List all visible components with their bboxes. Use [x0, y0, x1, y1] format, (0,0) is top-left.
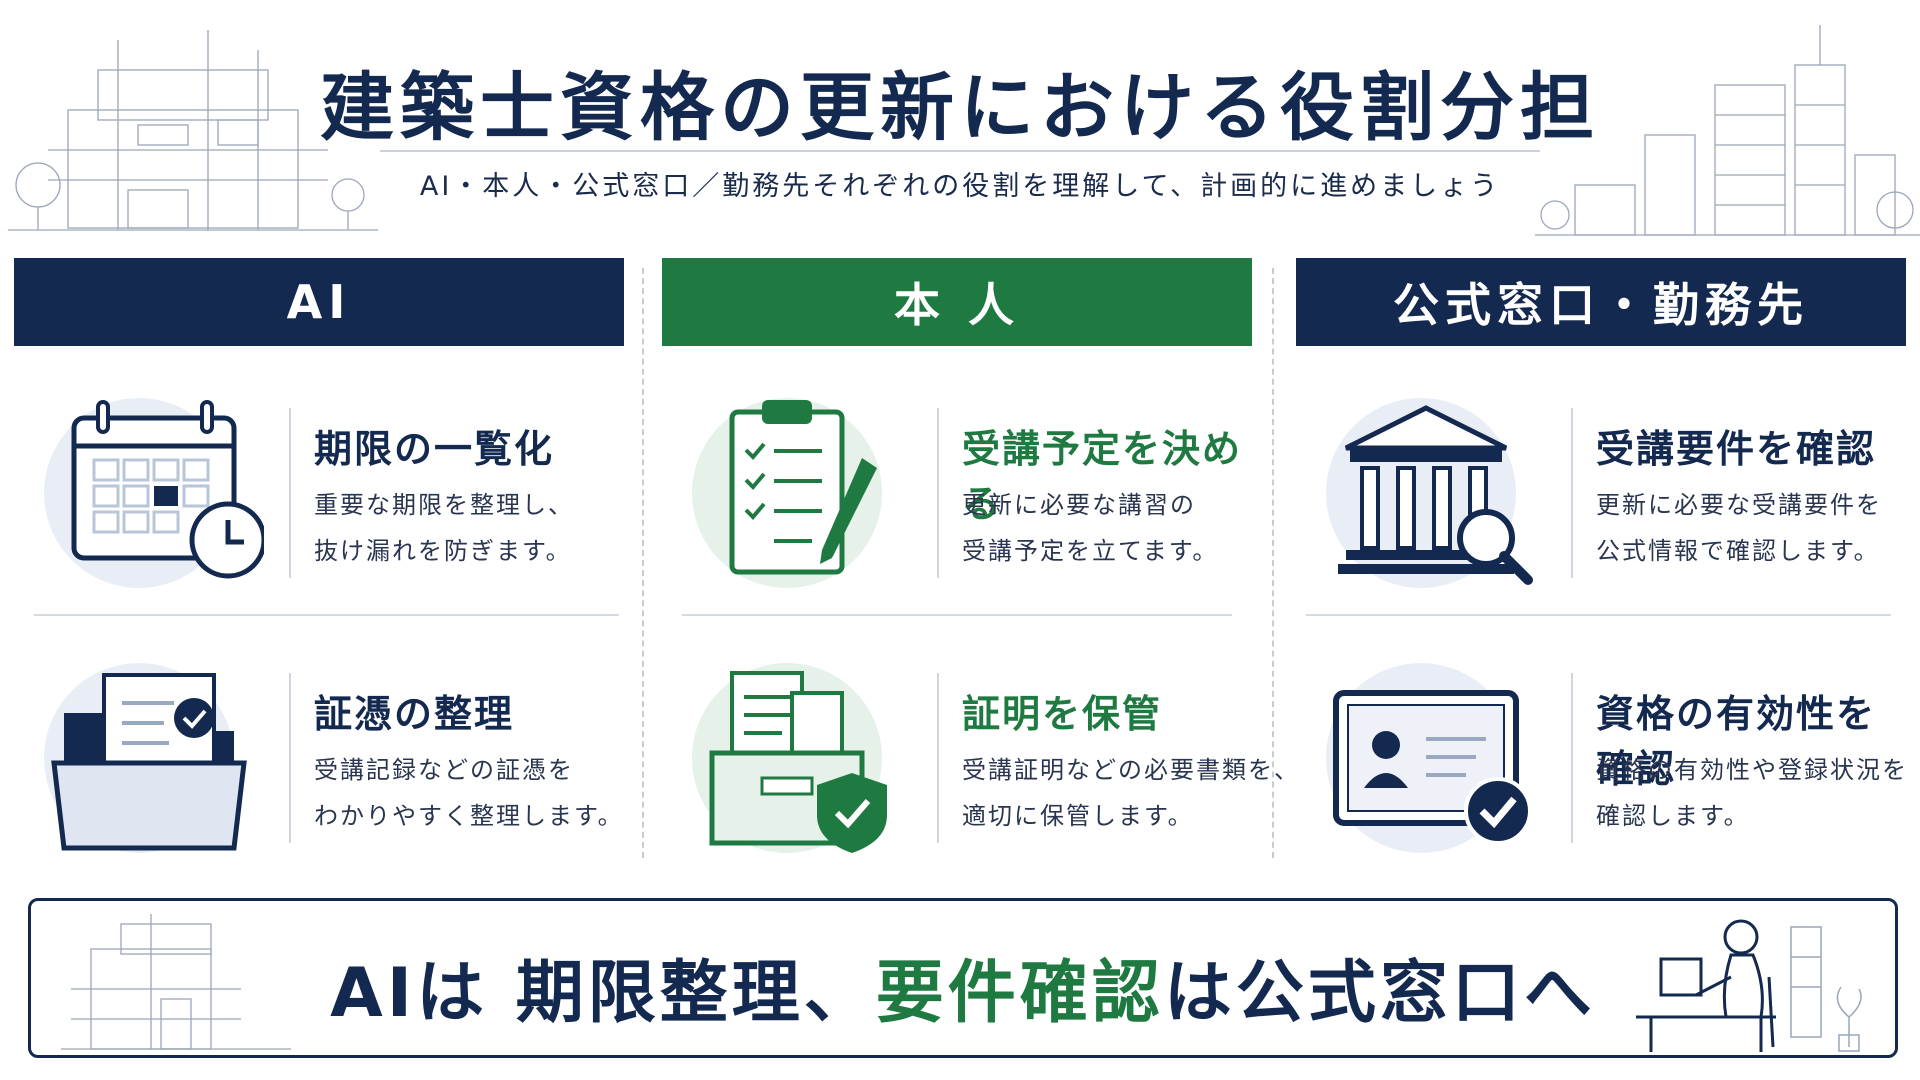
summary-part-deadline: は 期限整理、 [416, 954, 876, 1033]
id-card-check-icon [1333, 690, 1532, 845]
file-box-shield-icon [709, 671, 887, 853]
column-separator-1 [642, 268, 644, 858]
item-description-line: 受講記録などの証憑を [314, 756, 574, 784]
page-subtitle: AI・本人・公式窓口／勤務先それぞれの役割を理解して、計画的に進めましょう [419, 171, 1501, 202]
item-description-line: わかりやすく整理します。 [314, 802, 624, 830]
item-description: 資格の有効性や登録状況を 確認します。 [1596, 747, 1908, 839]
item-title: 受講要件を確認 [1596, 427, 1877, 471]
page-title: 建築士資格の更新における役割分担 [320, 65, 1600, 151]
summary-part-ai: AI [330, 954, 417, 1033]
item-title: 資格の有効性を確認 [1596, 692, 1877, 791]
item-description-line: 公式情報で確認します。 [1596, 537, 1880, 565]
item-title: 期限の一覧化 [314, 427, 555, 471]
column-official: 公式窓口・勤務先 受講要件を確認 更新に必要な受講要件を 公式情報で確認します。 [1296, 258, 1906, 858]
building-sketch-banner [61, 914, 291, 1050]
item-description-line: 受講予定を立てます。 [962, 537, 1219, 565]
item-divider [289, 408, 291, 578]
item-title: 証憑の整理 [314, 692, 515, 736]
role-item: 資格の有効性を確認 資格の有効性や登録状況を 確認します。 [1296, 623, 1906, 873]
column-ai: AI 期限の一覧化 重要な期限を整理し、 抜け漏れ [14, 258, 624, 858]
column-self-heading: 本 人 [662, 258, 1252, 346]
item-divider [1571, 408, 1573, 578]
folder-check-icon [51, 673, 247, 851]
item-description-line: 適切に保管します。 [962, 802, 1194, 830]
item-description-line: 更新に必要な講習の [962, 491, 1196, 519]
role-item: 期限の一覧化 重要な期限を整理し、 抜け漏れを防ぎます。 [14, 358, 624, 608]
item-title: 受講予定を決める [962, 427, 1243, 526]
item-divider [289, 673, 291, 843]
person-at-desk-illustration [1636, 919, 1862, 1052]
item-description: 更新に必要な受講要件を 公式情報で確認します。 [1596, 482, 1882, 574]
item-description-line: 抜け漏れを防ぎます。 [314, 537, 572, 565]
column-self: 本 人 受講予定を決める 更新に必要な講習の 受講予定を立てます。 [662, 258, 1298, 858]
row-divider [1306, 614, 1891, 616]
row-divider [682, 614, 1232, 616]
title-rule [380, 150, 1540, 152]
calendar-clock-icon [71, 400, 264, 579]
item-description: 更新に必要な講習の 受講予定を立てます。 [962, 482, 1218, 574]
header: 建築士資格の更新における役割分担 AI・本人・公式窓口／勤務先それぞれの役割を理… [0, 0, 1920, 240]
column-official-heading: 公式窓口・勤務先 [1296, 258, 1906, 346]
item-description-line: 確認します。 [1596, 802, 1750, 830]
item-divider [937, 673, 939, 843]
city-sketch-right [1535, 25, 1920, 236]
summary-part-official: は公式窓口へ [1163, 954, 1596, 1033]
item-description-line: 資格の有効性や登録状況を [1596, 756, 1908, 784]
icon-frame [682, 388, 902, 588]
column-separator-2 [1272, 268, 1274, 858]
icon-frame [1316, 388, 1536, 588]
summary-text: AIは 期限整理、要件確認は公式窓口へ [31, 937, 1895, 1036]
item-description: 受講証明などの必要書類を、 適切に保管します。 [962, 747, 1300, 839]
summary-banner: AIは 期限整理、要件確認は公式窓口へ [28, 898, 1898, 1058]
clipboard-checklist-icon [729, 400, 877, 575]
icon-frame [34, 388, 264, 588]
row-divider [34, 614, 619, 616]
icon-frame [34, 653, 254, 853]
role-item: 証明を保管 受講証明などの必要書類を、 適切に保管します。 [662, 623, 1298, 873]
item-description: 重要な期限を整理し、 抜け漏れを防ぎます。 [314, 482, 574, 574]
item-divider [1571, 673, 1573, 843]
role-item: 受講要件を確認 更新に必要な受講要件を 公式情報で確認します。 [1296, 358, 1906, 608]
summary-part-requirement: 要件確認 [875, 954, 1164, 1033]
icon-frame [1316, 653, 1536, 853]
item-description: 受講記録などの証憑を わかりやすく整理します。 [314, 747, 624, 839]
icon-frame [682, 653, 902, 853]
building-sketch-left [8, 30, 378, 231]
role-item: 証憑の整理 受講記録などの証憑を わかりやすく整理します。 [14, 623, 624, 873]
role-item: 受講予定を決める 更新に必要な講習の 受講予定を立てます。 [662, 358, 1252, 608]
item-description-line: 重要な期限を整理し、 [314, 491, 574, 519]
institution-search-icon [1338, 405, 1533, 585]
item-description-line: 更新に必要な受講要件を [1596, 491, 1882, 519]
item-description-line: 受講証明などの必要書類を、 [962, 756, 1300, 784]
column-ai-heading: AI [14, 258, 624, 346]
item-title: 証明を保管 [962, 692, 1163, 736]
item-divider [937, 408, 939, 578]
